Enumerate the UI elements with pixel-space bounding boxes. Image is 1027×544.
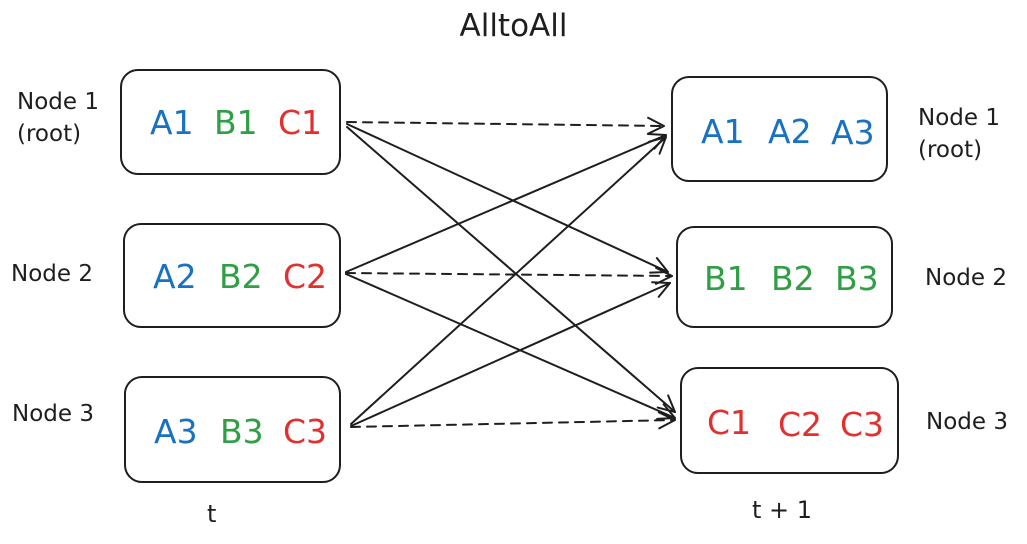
time-label-t-plus-1: t + 1 [752,496,813,524]
cell-b3-gathered: B3 [835,259,879,298]
arrow-n2-to-n1 [345,132,667,273]
left-node-1-label: Node 1 (root) [17,89,99,147]
right-node-1-box: A1 A2 A3 [671,76,888,182]
cell-a3: A3 [154,412,198,451]
arrow-n3-to-n1 [350,136,667,425]
arrow-n1-to-n2 [346,123,669,274]
left-node-2-label: Node 2 [11,261,93,287]
time-label-t: t [207,500,217,528]
right-node-2-label: Node 2 [925,265,1007,291]
cell-b2-gathered: B2 [771,259,815,298]
right-node-1-label: Node 1 (root) [918,105,1000,163]
cell-c1: C1 [278,103,323,142]
arrow-n3-to-n3 [350,411,676,430]
cell-a2: A2 [153,257,197,296]
arrow-n2-to-n2 [345,266,673,285]
right-node-3-label: Node 3 [926,409,1008,435]
arrow-n2-to-n3 [345,273,676,420]
arrow-n3-to-n2 [350,281,671,427]
cell-b1-gathered: B1 [704,259,748,298]
right-node-2-box: B1 B2 B3 [676,226,893,328]
left-node-3-box: A3 B3 C3 [124,376,341,483]
cell-c3-gathered: C3 [840,405,885,444]
left-node-2-box: A2 B2 C2 [123,223,341,328]
cell-a1-gathered: A1 [701,112,745,151]
cell-b1: B1 [214,103,258,142]
cell-b2: B2 [219,257,263,296]
arrow-n1-to-n3 [346,126,676,413]
cell-a3-gathered: A3 [831,113,875,152]
cell-c3: C3 [283,412,328,451]
cell-c2-gathered: C2 [778,405,823,444]
right-node-3-box: C1 C2 C3 [680,367,899,474]
left-node-1-box: A1 B1 C1 [120,69,341,175]
diagram-title: AlltoAll [459,8,568,44]
arrow-n1-to-n1 [346,116,665,135]
cell-a2-gathered: A2 [768,112,812,151]
cell-c2: C2 [283,257,328,296]
cell-b3: B3 [220,412,264,451]
left-node-3-label: Node 3 [12,401,94,427]
cell-a1: A1 [150,103,194,142]
cell-c1-gathered: C1 [707,403,752,442]
